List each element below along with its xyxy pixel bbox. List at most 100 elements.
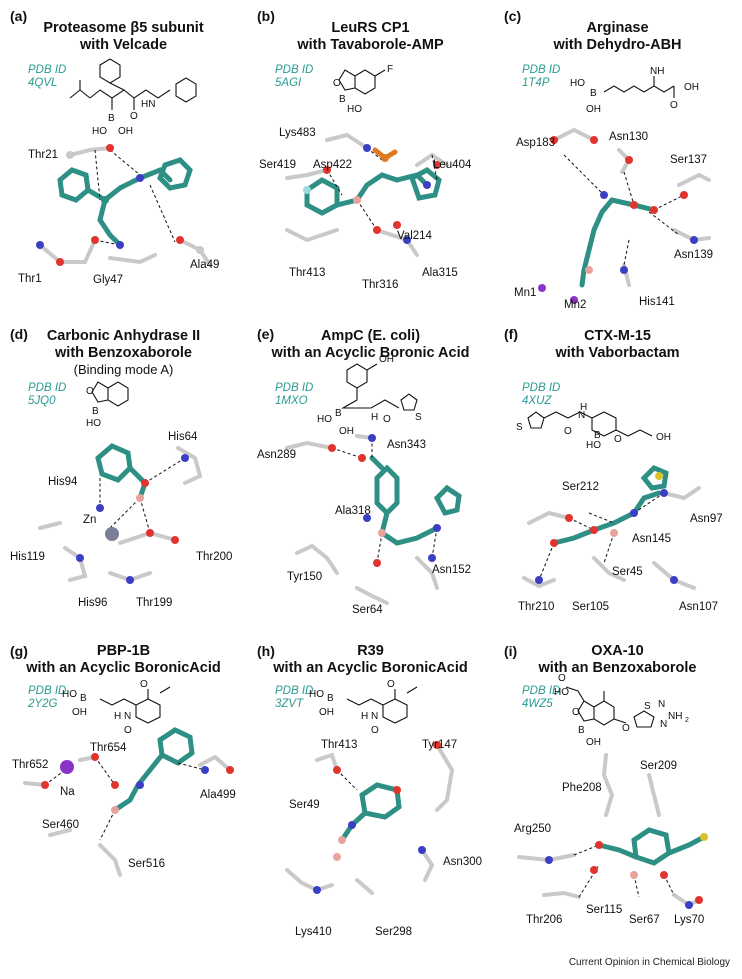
credit-line: Current Opinion in Chemical Biology [568, 957, 730, 968]
panel-title-line2: with Velcade [79, 37, 168, 53]
residue-label-ala49: Ala49 [190, 259, 219, 271]
atom-label-ho: HO [554, 687, 569, 698]
residue-label-asn145: Asn145 [632, 533, 671, 545]
hbonds [538, 492, 665, 581]
atom-label-ho: HO [586, 440, 601, 451]
ligand-2d-structure [69, 58, 197, 110]
residue-label-arg250: Arg250 [514, 823, 551, 835]
structure-scene: S O H N HO B O OH [516, 402, 723, 613]
atom-label-oh: OH [656, 432, 671, 443]
residue-label-ser105: Ser105 [572, 601, 609, 613]
residue-label-tyr147: Tyr147 [422, 739, 457, 751]
atom-label-h: H [361, 711, 368, 722]
panel-letter: (g) [10, 643, 28, 659]
atoms [41, 753, 234, 814]
structure-scene: B HO OH NH OH O [514, 66, 713, 311]
residue-label-thr413: Thr413 [289, 267, 325, 279]
residue-label-mn2: Mn2 [564, 299, 586, 311]
structure-scene: F O B HO [259, 64, 472, 291]
atom-label-o: O [383, 414, 391, 425]
panel-title-line1: OXA-10 [591, 643, 644, 659]
atom-label-o2: O [124, 725, 132, 736]
residue-label-ser419: Ser419 [259, 159, 296, 171]
panel-title-line2: with an Benzoxaborole [538, 660, 697, 676]
residue-label-phe208: Phe208 [562, 782, 602, 794]
protein-sticks [285, 434, 439, 605]
residue-label-leu404: Leu404 [433, 159, 472, 171]
structure-scene: B HO OH H N O O [12, 679, 236, 877]
panel-letter: (d) [10, 326, 28, 342]
panel-a: (a) Proteasome β5 subunit with Velcade P… [0, 0, 247, 310]
panel-subtitle: (Binding mode A) [73, 362, 174, 377]
residue-label-thr200: Thr200 [196, 551, 232, 563]
residue-label-ser212: Ser212 [562, 481, 599, 493]
atom-label-b: B [339, 94, 346, 105]
atom-label-s: S [516, 422, 523, 433]
hbonds [44, 756, 206, 841]
residue-label-his141: His141 [639, 296, 675, 308]
panel-e: (e) AmpC (E. coli) with an Acyclic Boron… [247, 318, 494, 628]
panel-letter: (c) [504, 8, 522, 24]
panel-letter: (a) [10, 8, 28, 24]
ligand-2d-structure [338, 69, 386, 95]
residue-label-his119: His119 [10, 551, 45, 563]
residue-label-na: Na [60, 786, 75, 798]
atom-label-o2: O [614, 434, 622, 445]
ligand-sticks [339, 782, 402, 843]
residue-label-asn300: Asn300 [443, 856, 482, 868]
atoms [76, 454, 189, 584]
atom-label-n: N [371, 711, 378, 722]
residue-label-lys70: Lys70 [674, 914, 704, 926]
residue-label-gly47: Gly47 [93, 274, 123, 286]
panel-title-line1: PBP-1B [96, 643, 151, 659]
panel-title-line1: Arginase [586, 20, 649, 36]
residue-label-ser49: Ser49 [289, 799, 320, 811]
residue-label-ala315: Ala315 [422, 267, 458, 279]
structure-scene: O B HO [10, 381, 232, 609]
residue-label-thr206: Thr206 [526, 914, 562, 926]
atom-label-oh: OH [586, 737, 601, 748]
residue-label-ser460: Ser460 [42, 819, 79, 831]
ligand-2d-structure [565, 686, 655, 728]
atom-label-o: O [130, 111, 138, 122]
ligand-2d-structure [527, 411, 653, 437]
atom-label-o: O [564, 426, 572, 437]
atom-label-ho: HO [309, 689, 324, 700]
residue-label-thr652: Thr652 [12, 759, 48, 771]
atoms [535, 472, 678, 584]
ligand-sticks [112, 727, 195, 813]
residue-label-lys483: Lys483 [279, 127, 316, 139]
residue-label-his64: His64 [168, 431, 198, 443]
ligand-2d-structure [603, 76, 675, 98]
atom-label-b: B [80, 693, 87, 704]
atoms [545, 833, 708, 909]
atoms [36, 144, 204, 266]
atoms [538, 136, 698, 304]
atom-label-oh: OH [586, 104, 601, 115]
hbonds [94, 149, 176, 246]
atom-label-o2: O [572, 707, 580, 718]
atom-label-n: N [658, 699, 665, 710]
residue-label-asp422: Asp422 [313, 159, 352, 171]
panel-letter: (h) [257, 643, 275, 659]
atoms [313, 741, 441, 894]
residue-label-ser45: Ser45 [612, 566, 643, 578]
atom-label-oh: OH [118, 126, 133, 137]
residue-label-mn1: Mn1 [514, 287, 536, 299]
ligand-2d-structure [91, 381, 129, 407]
ligand-2d-structure [99, 686, 171, 724]
panel-letter: (i) [504, 643, 518, 659]
atom-label-o: O [670, 100, 678, 111]
hbonds [336, 769, 358, 791]
structure-scene: O HO O B OH O S N N NH 2 [514, 673, 708, 926]
atom-label-oh: OH [319, 707, 334, 718]
residue-label-thr210: Thr210 [518, 601, 554, 613]
ligand-2d-structure [340, 363, 418, 411]
atom-label-b: B [327, 693, 334, 704]
atom-label-n: N [124, 711, 131, 722]
panel-g: (g) PBP-1B with an Acyclic BoronicAcid P… [0, 635, 247, 945]
